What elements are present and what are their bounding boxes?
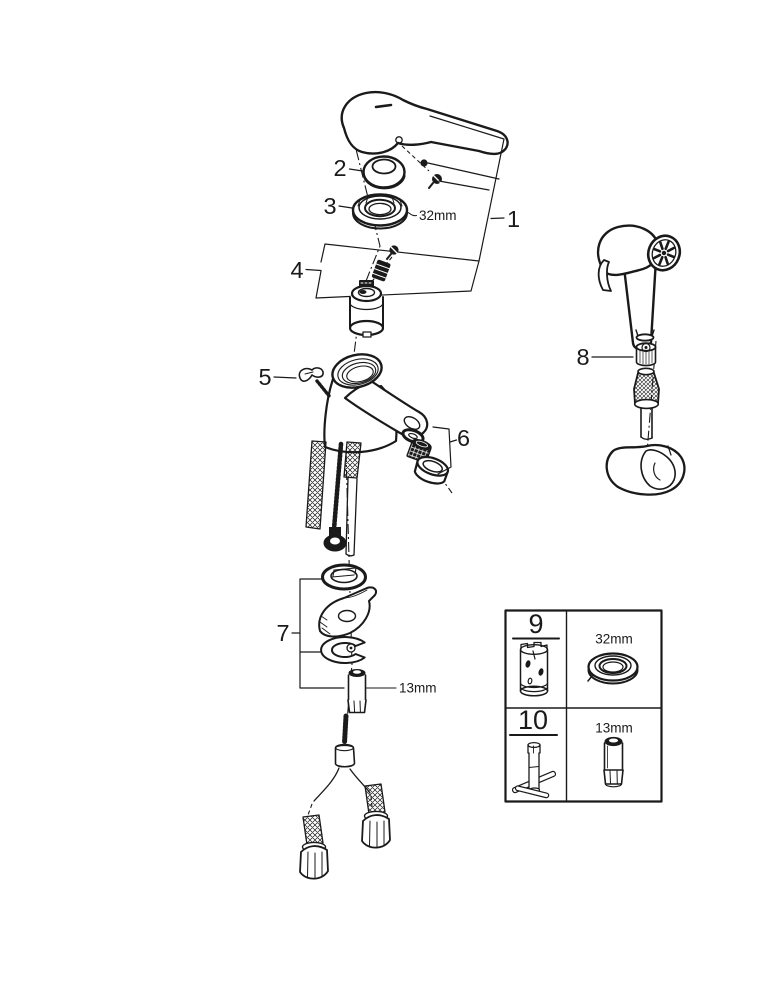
spout-outlet: [403, 415, 421, 431]
callout-8: 8: [576, 344, 589, 370]
part6-aerator: 6: [401, 425, 470, 485]
cartridge-adapter: [371, 259, 391, 282]
supply-hoses-lower: [299, 713, 391, 880]
part2-ring: 2: [333, 155, 406, 190]
callout-4: 4: [290, 257, 303, 283]
shower-hose: [640, 407, 653, 439]
parts-box-cell-32mm: 32mm: [587, 632, 639, 685]
dimension-13mm: 13mm: [399, 681, 437, 696]
parts-box-cell-10: 10: [509, 705, 558, 799]
parts-box-label-13mm: 13mm: [595, 721, 633, 736]
leader-32mm: [406, 211, 418, 217]
aerator-housing: [413, 455, 450, 485]
bracket-4: [305, 243, 480, 299]
part7-mounting-set: 7 13mm: [276, 563, 437, 714]
wedge-gasket: [318, 586, 377, 638]
cartridge: [350, 284, 383, 303]
parts-box-cell-9: 9: [512, 609, 560, 697]
dimension-32mm: 32mm: [419, 208, 457, 223]
hose-nut-left: [299, 845, 329, 880]
callout-3: 3: [323, 193, 336, 219]
callout-2: 2: [333, 155, 346, 181]
callout-7: 7: [276, 620, 289, 646]
callout-6: 6: [457, 425, 470, 451]
horseshoe-washer: [320, 636, 366, 664]
supply-hoses-upper: [305, 440, 362, 557]
parts-box-label-9: 9: [528, 609, 543, 639]
handle-plug: [420, 159, 428, 167]
callout-1: 1: [507, 206, 520, 232]
spray-face: [646, 234, 682, 272]
retaining-clip: [298, 367, 324, 382]
bracket-6: [432, 426, 458, 475]
part5-clip: 5: [258, 364, 332, 399]
parts-box-label-10: 10: [518, 705, 548, 735]
bracket-7: [291, 578, 345, 689]
shower-trigger: [597, 259, 612, 292]
parts-box-label-32mm: 32mm: [595, 632, 633, 647]
hand-shower-set: 8: [576, 224, 686, 496]
parts-box-cell-13mm: 13mm: [595, 721, 633, 788]
rod-weight: [334, 744, 356, 768]
part3-mounting-nut: 3 32mm: [323, 193, 457, 230]
faucet-body: [323, 353, 429, 454]
parts-box: 9 32mm 10: [504, 609, 663, 803]
part1-handle-assembly: 1: [340, 90, 520, 262]
hose-nut-right: [361, 814, 391, 849]
part4-cartridge-group: 4: [290, 243, 480, 338]
bracket-1: [427, 115, 505, 262]
callout-5: 5: [258, 364, 271, 390]
lever-handle: [340, 90, 509, 155]
